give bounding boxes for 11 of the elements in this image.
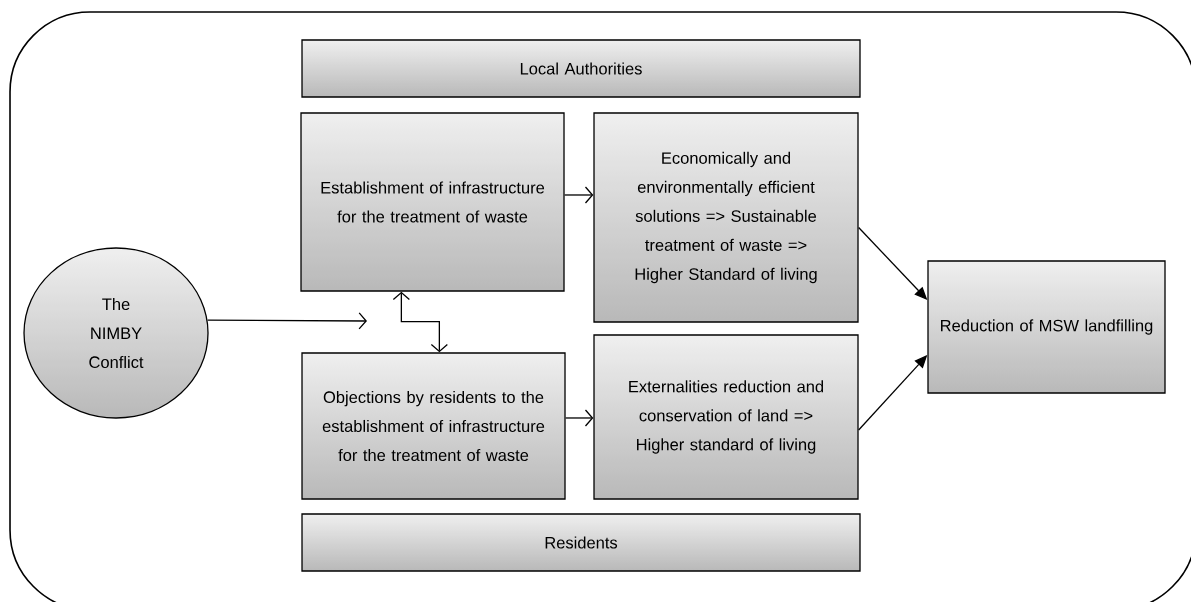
process-box: Reduction of MSW landfilling bbox=[927, 260, 1166, 394]
arrow bbox=[565, 409, 594, 427]
process-box: Establishment of infrastructure for the treatment of waste bbox=[300, 112, 565, 292]
label-band: Residents bbox=[301, 513, 861, 572]
arrow bbox=[206, 312, 367, 330]
process-box: Economically and environmentally efficient solutions => Sustainable treatment of waste => Higher Standard of living bbox=[593, 112, 859, 323]
process-box: Objections by residents to the establishment of infrastructure for the treatment of waste bbox=[301, 352, 566, 500]
label-band: Local Authorities bbox=[301, 39, 861, 98]
arrow bbox=[392, 291, 448, 353]
arrow bbox=[564, 186, 594, 204]
process-box: Externalities reduction and conservation of land => Higher standard of living bbox=[593, 334, 859, 500]
